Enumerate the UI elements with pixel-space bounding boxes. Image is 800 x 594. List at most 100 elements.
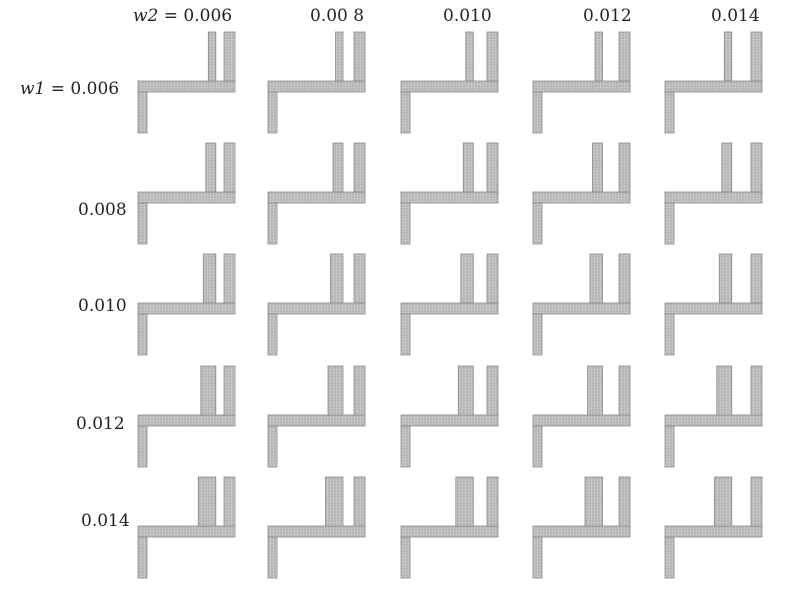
mesh-right-stub bbox=[750, 365, 763, 416]
mesh-cell-r1-c1 bbox=[267, 142, 366, 245]
mesh-cell-r4-c2 bbox=[400, 476, 499, 579]
mesh-cell-r4-c3 bbox=[532, 476, 631, 579]
mesh-left-leg bbox=[400, 202, 411, 245]
mesh-left-leg bbox=[532, 536, 543, 579]
mesh-left-leg bbox=[137, 91, 148, 134]
mesh-cell-r0-c2 bbox=[400, 31, 499, 134]
mesh-left-stub bbox=[457, 365, 474, 416]
mesh-horizontal-bar bbox=[400, 525, 499, 538]
mesh-cell-r1-c3 bbox=[532, 142, 631, 245]
mesh-left-leg bbox=[137, 313, 148, 356]
mesh-cell-r3-c2 bbox=[400, 365, 499, 468]
mesh-right-stub bbox=[223, 31, 236, 82]
mesh-left-leg bbox=[267, 425, 278, 468]
mesh-horizontal-bar bbox=[664, 302, 763, 315]
mesh-left-stub bbox=[592, 142, 603, 193]
row-header-1: 0.008 bbox=[78, 200, 127, 220]
mesh-cell-r3-c1 bbox=[267, 365, 366, 468]
mesh-horizontal-bar bbox=[664, 414, 763, 427]
mesh-left-stub bbox=[202, 253, 217, 304]
mesh-cell-r2-c4 bbox=[664, 253, 763, 356]
mesh-left-leg bbox=[400, 313, 411, 356]
mesh-right-stub bbox=[618, 365, 631, 416]
mesh-right-stub bbox=[618, 253, 631, 304]
mesh-horizontal-bar bbox=[532, 80, 631, 93]
w2-first-value: = 0.006 bbox=[158, 6, 233, 26]
mesh-left-leg bbox=[664, 425, 675, 468]
mesh-horizontal-bar bbox=[137, 80, 236, 93]
mesh-left-leg bbox=[664, 91, 675, 134]
mesh-right-stub bbox=[618, 31, 631, 82]
mesh-horizontal-bar bbox=[400, 80, 499, 93]
mesh-left-stub bbox=[332, 142, 344, 193]
mesh-cell-r2-c2 bbox=[400, 253, 499, 356]
mesh-right-stub bbox=[223, 476, 236, 527]
mesh-right-stub bbox=[750, 31, 763, 82]
mesh-left-stub bbox=[460, 253, 474, 304]
mesh-right-stub bbox=[353, 365, 366, 416]
mesh-left-leg bbox=[267, 91, 278, 134]
mesh-horizontal-bar bbox=[664, 525, 763, 538]
mesh-left-leg bbox=[532, 425, 543, 468]
mesh-left-stub bbox=[207, 31, 217, 82]
mesh-left-leg bbox=[664, 313, 675, 356]
mesh-left-stub bbox=[200, 365, 217, 416]
mesh-cell-r2-c3 bbox=[532, 253, 631, 356]
mesh-left-leg bbox=[400, 425, 411, 468]
mesh-cell-r1-c2 bbox=[400, 142, 499, 245]
mesh-right-stub bbox=[223, 365, 236, 416]
mesh-right-stub bbox=[750, 253, 763, 304]
mesh-right-stub bbox=[486, 476, 499, 527]
mesh-cell-r0-c3 bbox=[532, 31, 631, 134]
mesh-right-stub bbox=[223, 142, 236, 193]
mesh-cell-r3-c0 bbox=[137, 365, 236, 468]
mesh-left-leg bbox=[532, 202, 543, 245]
mesh-horizontal-bar bbox=[137, 302, 236, 315]
mesh-left-leg bbox=[137, 202, 148, 245]
w1-symbol: w1 bbox=[20, 79, 46, 99]
row-header-w1: w1 = 0.006 bbox=[20, 81, 119, 98]
mesh-horizontal-bar bbox=[267, 525, 366, 538]
mesh-left-stub bbox=[718, 253, 733, 304]
mesh-left-stub bbox=[325, 476, 344, 527]
mesh-left-leg bbox=[532, 91, 543, 134]
row-header-2: 0.010 bbox=[78, 296, 127, 316]
mesh-right-stub bbox=[750, 476, 763, 527]
mesh-left-stub bbox=[713, 476, 733, 527]
mesh-right-stub bbox=[353, 142, 366, 193]
mesh-cell-r4-c0 bbox=[137, 476, 236, 579]
mesh-cell-r0-c0 bbox=[137, 31, 236, 134]
mesh-left-stub bbox=[330, 253, 344, 304]
mesh-left-stub bbox=[327, 365, 344, 416]
mesh-right-stub bbox=[353, 31, 366, 82]
mesh-cell-r1-c4 bbox=[664, 142, 763, 245]
mesh-left-stub bbox=[594, 31, 603, 82]
column-header-3: 0.012 bbox=[583, 6, 632, 26]
mesh-right-stub bbox=[750, 142, 763, 193]
mesh-horizontal-bar bbox=[532, 191, 631, 204]
mesh-right-stub bbox=[486, 142, 499, 193]
column-header-2: 0.010 bbox=[443, 6, 492, 26]
mesh-left-leg bbox=[532, 313, 543, 356]
mesh-left-stub bbox=[584, 476, 603, 527]
mesh-cell-r3-c4 bbox=[664, 365, 763, 468]
mesh-right-stub bbox=[353, 253, 366, 304]
mesh-cell-r2-c1 bbox=[267, 253, 366, 356]
column-header-1: 0.00 8 bbox=[310, 6, 365, 26]
row-header-4: 0.014 bbox=[81, 511, 130, 531]
mesh-horizontal-bar bbox=[267, 80, 366, 93]
mesh-horizontal-bar bbox=[137, 414, 236, 427]
mesh-left-leg bbox=[137, 425, 148, 468]
mesh-left-stub bbox=[589, 253, 603, 304]
mesh-left-stub bbox=[465, 31, 474, 82]
mesh-right-stub bbox=[618, 476, 631, 527]
row-header-3: 0.012 bbox=[76, 414, 125, 434]
mesh-left-leg bbox=[664, 536, 675, 579]
mesh-horizontal-bar bbox=[532, 525, 631, 538]
mesh-left-leg bbox=[267, 536, 278, 579]
mesh-right-stub bbox=[353, 476, 366, 527]
mesh-horizontal-bar bbox=[267, 191, 366, 204]
mesh-cell-r4-c1 bbox=[267, 476, 366, 579]
mesh-left-leg bbox=[400, 91, 411, 134]
